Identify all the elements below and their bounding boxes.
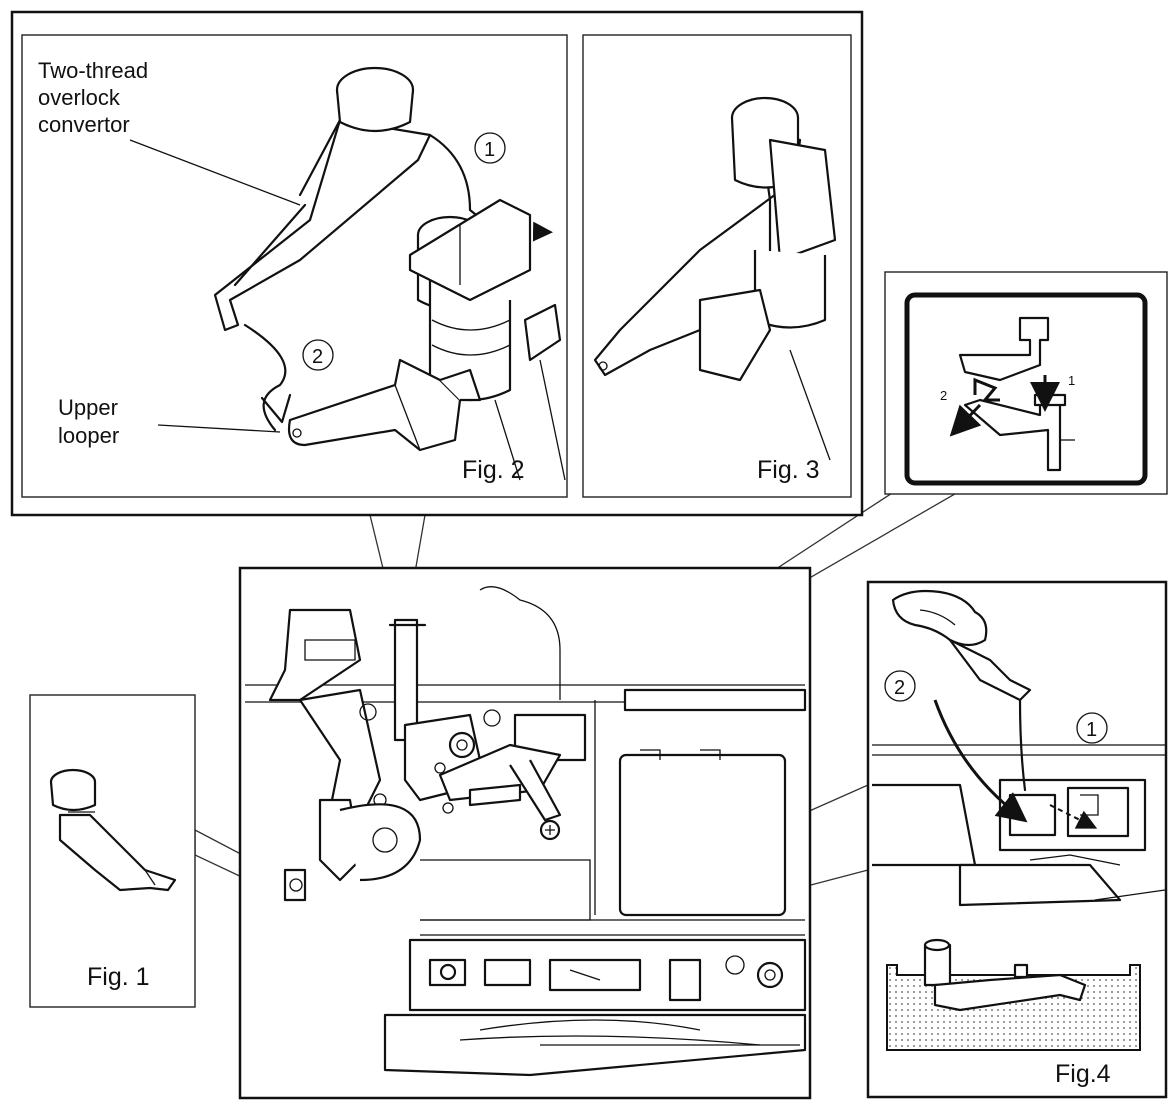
fig4-thread xyxy=(1018,698,1027,792)
inset-convertor xyxy=(958,316,1050,382)
fig4-step-2: 2 xyxy=(894,677,905,699)
thread-path-upper xyxy=(428,133,497,232)
thread-path-lower xyxy=(243,323,287,432)
fig4-panel: 2 1 Fig.4 xyxy=(866,580,1168,1099)
fig2-caption: Fig. 2 xyxy=(462,456,525,484)
storage-box xyxy=(886,938,1141,1051)
step-1-num: 1 xyxy=(484,139,495,161)
inset-arrow-diag xyxy=(949,403,982,437)
inset-looper xyxy=(963,398,1062,472)
hand-illustration xyxy=(891,589,1032,702)
fig4-step-1: 1 xyxy=(1086,719,1097,741)
inset-step-2: 2 xyxy=(940,388,947,403)
fig2-panel: Two-thread overlock convertor 1 2 xyxy=(21,34,568,498)
fig3-caption: Fig. 3 xyxy=(757,456,820,484)
inset-arrow-hook xyxy=(973,377,1000,402)
stored-convertor xyxy=(933,973,1087,1012)
convertor-label-line2: overlock xyxy=(38,85,121,110)
fig1-panel: Fig. 1 xyxy=(29,694,196,1008)
looper-label-line1: Upper xyxy=(58,395,118,420)
central-mechanism xyxy=(403,709,562,841)
looper-leader-line xyxy=(157,424,281,433)
fig4-step-circle-2 xyxy=(884,670,916,702)
fig1-convertor xyxy=(49,768,177,892)
fig3-assembled-part xyxy=(593,96,837,461)
machine-cover-plate xyxy=(618,753,787,917)
looper-eye xyxy=(292,428,302,438)
thread-arrow xyxy=(260,393,292,424)
left-mechanism xyxy=(268,608,422,902)
convertor-knob-body xyxy=(335,89,415,132)
fig1-caption: Fig. 1 xyxy=(87,963,150,991)
fig4-caption: Fig.4 xyxy=(1055,1060,1111,1088)
convertor-label-line1: Two-thread xyxy=(38,58,148,83)
fig4-arrow-2 xyxy=(933,699,1028,823)
machine-rail-top xyxy=(623,688,807,712)
looper-shaft-assembly xyxy=(408,198,566,481)
convertor-part xyxy=(213,66,432,332)
step-2-num: 2 xyxy=(312,346,323,368)
step-circle-2 xyxy=(302,339,334,371)
fig3-looper-block xyxy=(698,288,772,382)
step-circle-1 xyxy=(474,132,506,164)
clip-bracket xyxy=(408,198,532,302)
main-machine-panel xyxy=(238,566,812,1100)
upper-looper-part xyxy=(287,358,482,452)
presser-arm-outline xyxy=(479,586,561,700)
inset-step-1: 1 xyxy=(1068,373,1075,388)
fig4-arrow-1 xyxy=(1049,804,1098,829)
convertor-label-line3: convertor xyxy=(38,112,130,137)
looper-label-line2: looper xyxy=(58,423,119,448)
needle-bar xyxy=(393,618,419,742)
fig3-panel: Fig. 3 xyxy=(582,34,852,498)
hand-holding-part xyxy=(948,638,1032,702)
convertor-leader-line xyxy=(129,139,301,206)
inset-instruction-panel: 1 2 xyxy=(884,271,1168,495)
fig4-step-circle-1 xyxy=(1076,712,1108,744)
